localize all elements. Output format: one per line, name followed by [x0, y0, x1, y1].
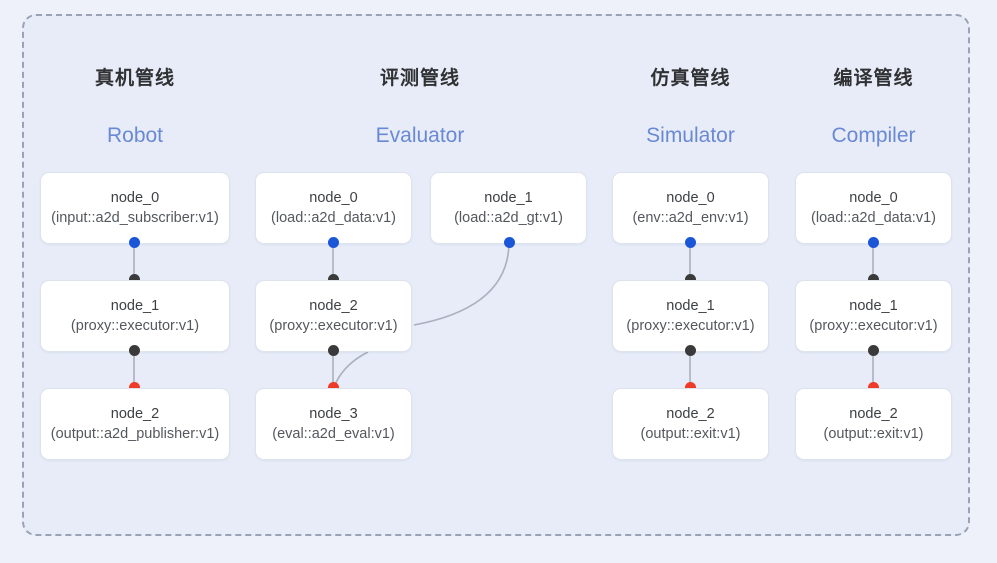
port-input-robot-2[interactable]	[128, 381, 140, 393]
node-name: node_1	[110, 298, 160, 314]
node-simulator-0[interactable]: node_0 (env::a2d_env:v1)	[612, 172, 769, 244]
node-type: (proxy::executor:v1)	[626, 318, 755, 334]
node-type: (output::exit:v1)	[640, 426, 741, 442]
node-name: node_2	[309, 298, 358, 314]
column-subtitle-simulator: Simulator	[646, 124, 735, 147]
column-title-evaluator: 评测管线	[379, 68, 460, 89]
node-name: node_0	[849, 190, 898, 206]
node-name: node_1	[849, 298, 898, 314]
node-type: (load::a2d_data:v1)	[811, 210, 936, 226]
node-name: node_0	[666, 190, 715, 206]
node-evaluator-0[interactable]: node_0 (load::a2d_data:v1)	[255, 172, 412, 244]
port-output-simulator-1[interactable]	[684, 344, 696, 356]
port-input-compiler-1[interactable]	[867, 273, 879, 285]
node-type: (eval::a2d_eval:v1)	[272, 426, 395, 442]
node-name: node_1	[666, 298, 715, 314]
node-name: node_0	[309, 190, 358, 206]
node-name: node_2	[849, 406, 898, 422]
node-name: node_2	[110, 406, 160, 422]
node-type: (load::a2d_data:v1)	[271, 210, 396, 226]
node-evaluator-gt[interactable]: node_1 (load::a2d_gt:v1)	[430, 172, 587, 244]
port-output-robot-1[interactable]	[128, 344, 140, 356]
port-input-evaluator-3[interactable]	[327, 381, 339, 393]
node-robot-1[interactable]: node_1 (proxy::executor:v1)	[40, 280, 230, 352]
port-output-evaluator-2[interactable]	[327, 344, 339, 356]
port-output-simulator-0[interactable]	[684, 236, 696, 248]
column-title-simulator: 仿真管线	[650, 68, 731, 89]
column-title-compiler: 编译管线	[833, 68, 914, 89]
node-compiler-1[interactable]: node_1 (proxy::executor:v1)	[795, 280, 952, 352]
node-type: (proxy::executor:v1)	[269, 318, 398, 334]
node-name: node_3	[309, 406, 358, 422]
node-compiler-2[interactable]: node_2 (output::exit:v1)	[795, 388, 952, 460]
port-input-compiler-2[interactable]	[867, 381, 879, 393]
port-output-evaluator-0[interactable]	[327, 236, 339, 248]
port-input-robot-1[interactable]	[128, 273, 140, 285]
port-input-simulator-1[interactable]	[684, 273, 696, 285]
node-name: node_2	[666, 406, 715, 422]
node-type: (proxy::executor:v1)	[809, 318, 938, 334]
column-subtitle-evaluator: Evaluator	[375, 124, 465, 147]
node-compiler-0[interactable]: node_0 (load::a2d_data:v1)	[795, 172, 952, 244]
node-type: (output::exit:v1)	[823, 426, 924, 442]
node-evaluator-2[interactable]: node_2 (proxy::executor:v1)	[255, 280, 412, 352]
port-input-evaluator-2[interactable]	[327, 273, 339, 285]
node-type: (input::a2d_subscriber:v1)	[51, 210, 219, 226]
node-robot-0[interactable]: node_0 (input::a2d_subscriber:v1)	[40, 172, 230, 244]
node-type: (output::a2d_publisher:v1)	[50, 426, 220, 442]
node-type: (proxy::executor:v1)	[70, 318, 200, 334]
port-output-robot-0[interactable]	[128, 236, 140, 248]
node-name: node_1	[484, 190, 533, 206]
port-output-compiler-0[interactable]	[867, 236, 879, 248]
node-evaluator-3[interactable]: node_3 (eval::a2d_eval:v1)	[255, 388, 412, 460]
node-simulator-2[interactable]: node_2 (output::exit:v1)	[612, 388, 769, 460]
node-type: (load::a2d_gt:v1)	[454, 210, 563, 226]
port-input-simulator-2[interactable]	[684, 381, 696, 393]
column-subtitle-compiler: Compiler	[831, 124, 916, 147]
node-name: node_0	[110, 190, 160, 206]
port-output-evaluator-gt[interactable]	[503, 236, 515, 248]
column-subtitle-robot: Robot	[106, 124, 164, 147]
node-robot-2[interactable]: node_2 (output::a2d_publisher:v1)	[40, 388, 230, 460]
port-output-compiler-1[interactable]	[867, 344, 879, 356]
node-simulator-1[interactable]: node_1 (proxy::executor:v1)	[612, 280, 769, 352]
node-type: (env::a2d_env:v1)	[632, 210, 749, 226]
column-title-robot: 真机管线	[94, 68, 175, 89]
